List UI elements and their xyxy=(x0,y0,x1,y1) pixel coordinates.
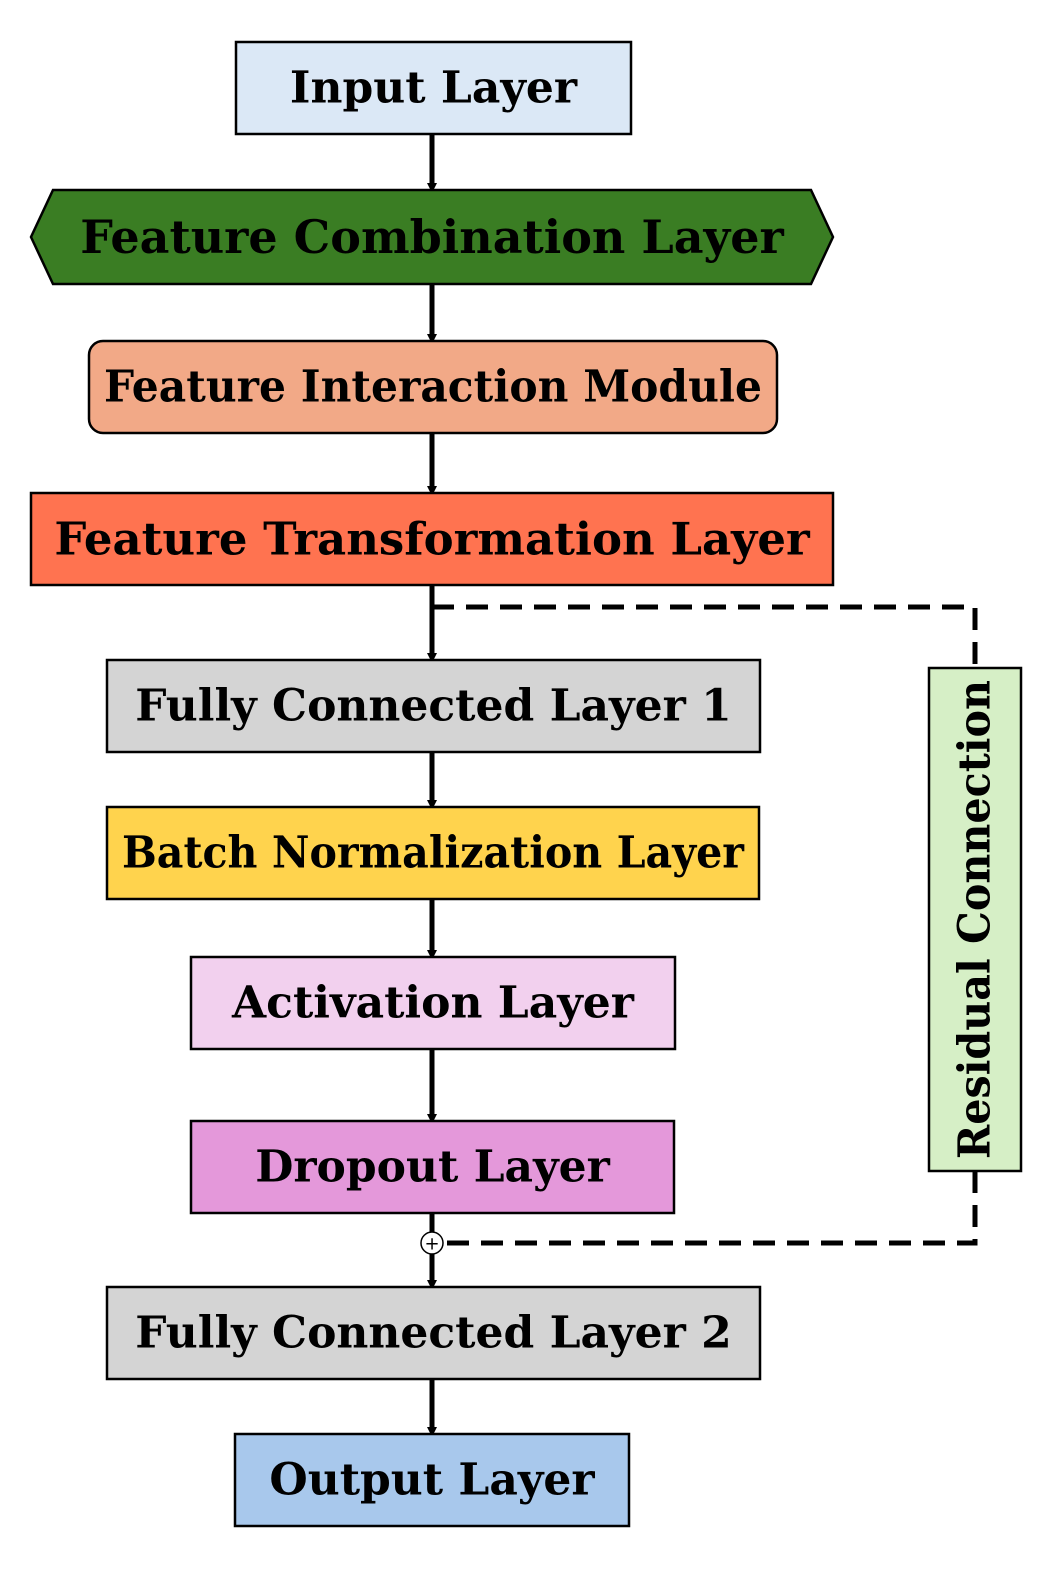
add-node-circle xyxy=(420,1231,444,1255)
node-output: Output Layer xyxy=(233,1432,631,1528)
node-input-box xyxy=(234,40,633,136)
node-fc2-box xyxy=(105,1285,762,1381)
residual-connection: Residual Connection xyxy=(927,666,1023,1173)
node-activation: Activation Layer xyxy=(189,955,677,1051)
node-activation-label: Activation Layer xyxy=(231,978,635,1029)
node-fc1-box xyxy=(105,658,762,754)
node-batchnorm-box xyxy=(105,805,761,901)
add-node-symbol: + xyxy=(424,1234,439,1255)
node-activation-box xyxy=(189,955,677,1051)
node-output-box xyxy=(233,1432,631,1528)
node-fc1-label: Fully Connected Layer 1 xyxy=(135,681,731,732)
node-transformation-box xyxy=(29,491,835,587)
node-interaction-label: Feature Interaction Module xyxy=(104,362,762,413)
node-combination-label: Feature Combination Layer xyxy=(80,210,784,264)
node-fc2-label: Fully Connected Layer 2 xyxy=(135,1308,731,1359)
residual-connection-label: Residual Connection xyxy=(950,680,1001,1159)
node-transformation-label: Feature Transformation Layer xyxy=(54,513,811,566)
node-output-label: Output Layer xyxy=(269,1455,595,1506)
node-interaction-box xyxy=(87,339,779,435)
node-input: Input Layer xyxy=(234,40,633,136)
node-dropout: Dropout Layer xyxy=(189,1119,676,1215)
node-combination-box xyxy=(29,188,835,286)
node-input-label: Input Layer xyxy=(290,63,578,114)
node-transformation: Feature Transformation Layer xyxy=(29,491,835,587)
residual-path-top xyxy=(432,604,978,668)
add-node-icon: + xyxy=(420,1231,444,1255)
node-interaction: Feature Interaction Module xyxy=(87,339,779,435)
node-dropout-box xyxy=(189,1119,676,1215)
node-combination: Feature Combination Layer xyxy=(29,188,835,286)
residual-path-bottom xyxy=(443,1171,978,1246)
residual-connection-box xyxy=(927,666,1023,1173)
node-dropout-label: Dropout Layer xyxy=(255,1142,610,1193)
node-fc1: Fully Connected Layer 1 xyxy=(105,658,762,754)
node-batchnorm: Batch Normalization Layer xyxy=(105,805,761,901)
node-fc2: Fully Connected Layer 2 xyxy=(105,1285,762,1381)
node-batchnorm-label: Batch Normalization Layer xyxy=(122,828,745,879)
